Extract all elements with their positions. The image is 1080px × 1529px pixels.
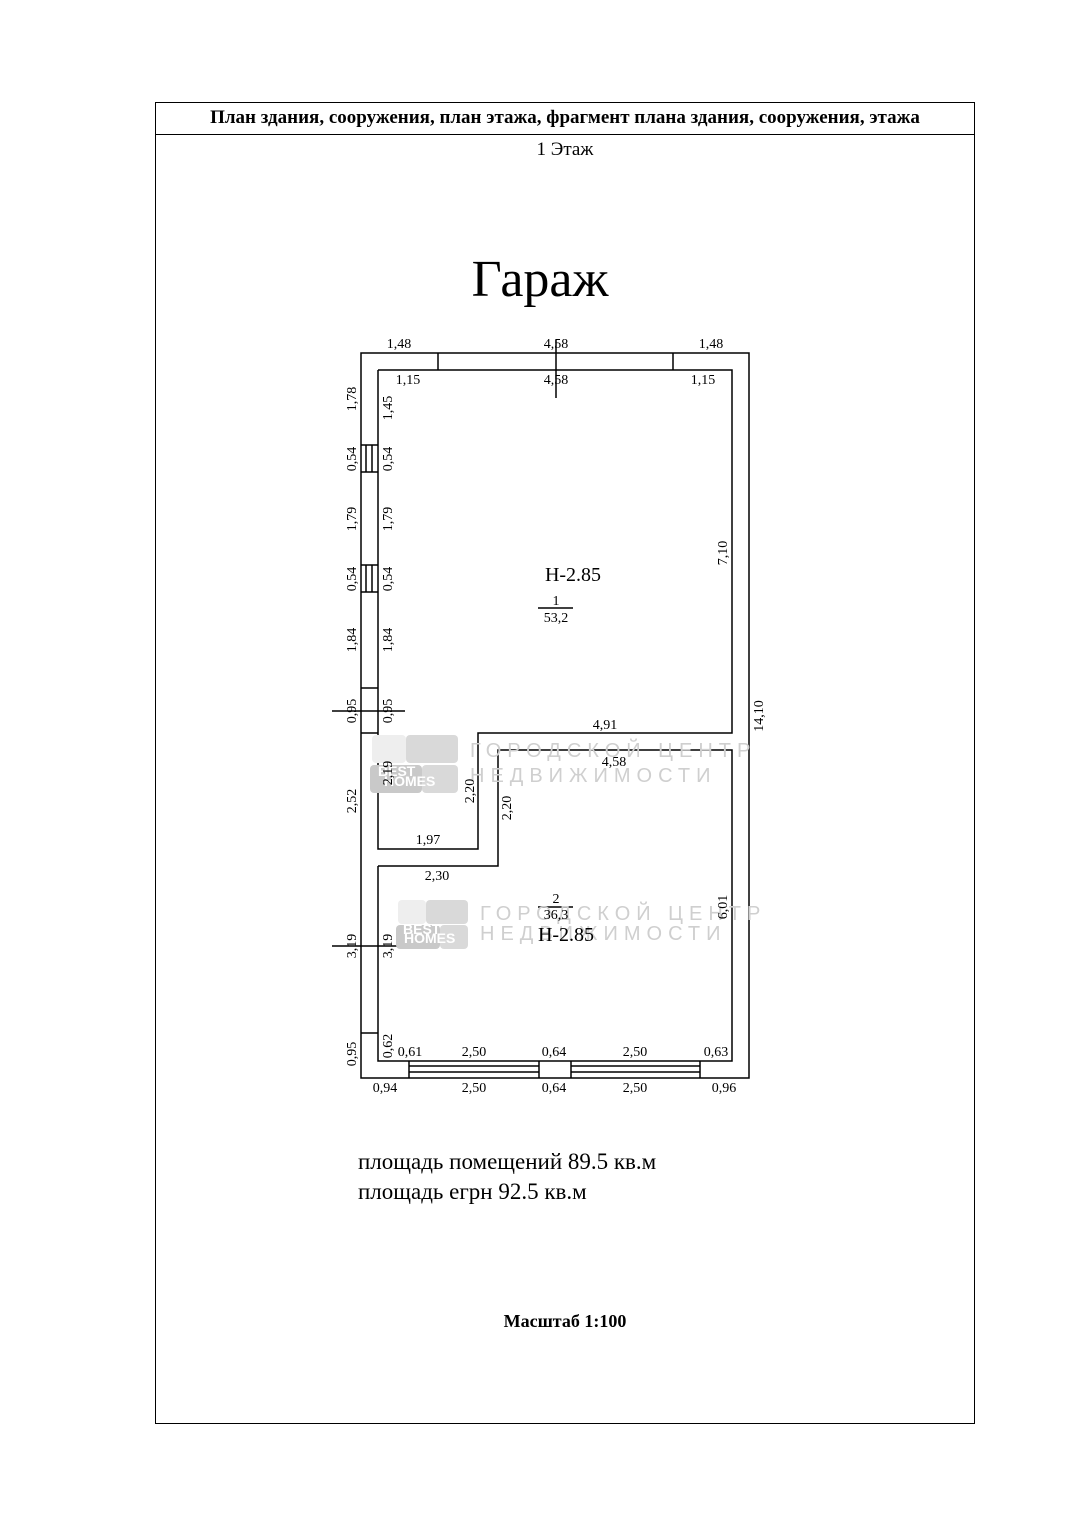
rooms-area-text: площадь помещений 89.5 кв.м [358,1149,657,1174]
dim-bottom-outer-4: 2,50 [623,1081,648,1096]
dim-bottom-inner-4: 2,50 [623,1045,648,1060]
walls [332,340,750,1079]
room-2-height: Н-2.85 [538,924,594,946]
watermark-badge-small: BEST [403,921,441,937]
dim-bottom-outer-3: 0,64 [542,1081,567,1096]
dim-top-outer-mid: 4,58 [544,337,569,352]
dim-partition-upper: 4,91 [593,718,618,733]
watermark-line1: ГОРОДСКОЙ ЦЕНТР [480,901,766,925]
dim-bottom-outer-2: 2,50 [462,1081,487,1096]
watermark-line1: ГОРОДСКОЙ ЦЕНТР [470,738,756,762]
room-2-area: 36,3 [544,908,569,923]
dim-bottom-outer-1: 0,94 [373,1081,398,1096]
dim-bottom-outer-5: 0,96 [712,1081,737,1096]
dim-left-inner-3: 1,79 [381,507,396,532]
document-frame: План здания, сооружения, план этажа, фра… [155,102,975,1424]
watermark-lower: BEST HOMES ГОРОДСКОЙ ЦЕНТР НЕДВИЖИМОСТИ [396,900,766,949]
watermark-line2: НЕДВИЖИМОСТИ [470,765,716,787]
dim-right-outer: 14,10 [752,700,767,732]
dim-bottom-inner-1: 0,61 [398,1045,423,1060]
room-1-number: 1 [553,594,560,609]
dim-bottom-inner-3: 0,64 [542,1045,567,1060]
watermark-upper: BEST HOMES ГОРОДСКОЙ ЦЕНТР НЕДВИЖИМОСТИ [370,735,756,793]
dim-right-inner-top: 7,10 [716,541,731,566]
scale-label: Масштаб 1:100 [503,1311,627,1331]
dim-left-inner-5: 1,84 [381,628,396,653]
document-header: План здания, сооружения, план этажа, фра… [156,103,974,135]
dim-top-inner-left: 1,15 [396,373,421,388]
dim-left-outer-8: 3,19 [345,934,360,959]
dim-left-outer-1: 1,78 [345,387,360,412]
room-1-height: Н-2.85 [545,564,601,586]
dim-right-inner-bottom: 6,01 [716,895,731,920]
dim-top-outer-left: 1,48 [387,337,412,352]
dim-left-outer-9: 0,95 [345,1042,360,1067]
watermark-line2: НЕДВИЖИМОСТИ [480,923,726,945]
dim-left-outer-2: 0,54 [345,447,360,472]
dim-top-inner-right: 1,15 [691,373,716,388]
dim-step-wall: 2,20 [500,796,515,821]
dim-left-inner-9: 0,62 [381,1034,396,1059]
dim-bottom-inner-2: 2,50 [462,1045,487,1060]
watermark-badge-big: HOMES [404,930,455,946]
dim-left-inner-2: 0,54 [381,447,396,472]
building-title: Гараж [471,251,609,308]
dim-left-inner-4: 0,54 [381,567,396,592]
room-2-number: 2 [553,892,560,907]
floor-plan: BEST HOMES ГОРОДСКОЙ ЦЕНТР НЕДВИЖИМОСТИ … [332,337,767,1096]
dim-left-inner-6: 0,95 [381,699,396,724]
dim-left-outer-4: 0,54 [345,567,360,592]
dim-left-inner-8: 3,19 [381,934,396,959]
dim-left-inner-1: 1,45 [381,396,396,421]
dim-left-outer-3: 1,79 [345,507,360,532]
room-1-area: 53,2 [544,611,569,626]
dim-left-inner-7: 2,19 [381,761,396,786]
dim-left-outer-7: 2,52 [345,789,360,814]
dim-partition-lower: 4,58 [602,755,627,770]
dim-hall-bottom: 2,30 [425,869,450,884]
watermark-badge-big: HOMES [384,773,435,789]
watermark-badge-small: BEST [378,763,416,779]
dim-hall-height: 2,20 [463,779,478,804]
dim-left-outer-5: 1,84 [345,628,360,653]
dim-top-outer-right: 1,48 [699,337,724,352]
dim-top-inner-mid: 4,58 [544,373,569,388]
dim-bottom-inner-5: 0,63 [704,1045,729,1060]
egrn-area-text: площадь егрн 92.5 кв.м [358,1179,587,1204]
dim-hall-width: 1,97 [416,833,441,848]
floor-label: 1 Этаж [536,139,594,160]
dim-left-outer-6: 0,95 [345,699,360,724]
